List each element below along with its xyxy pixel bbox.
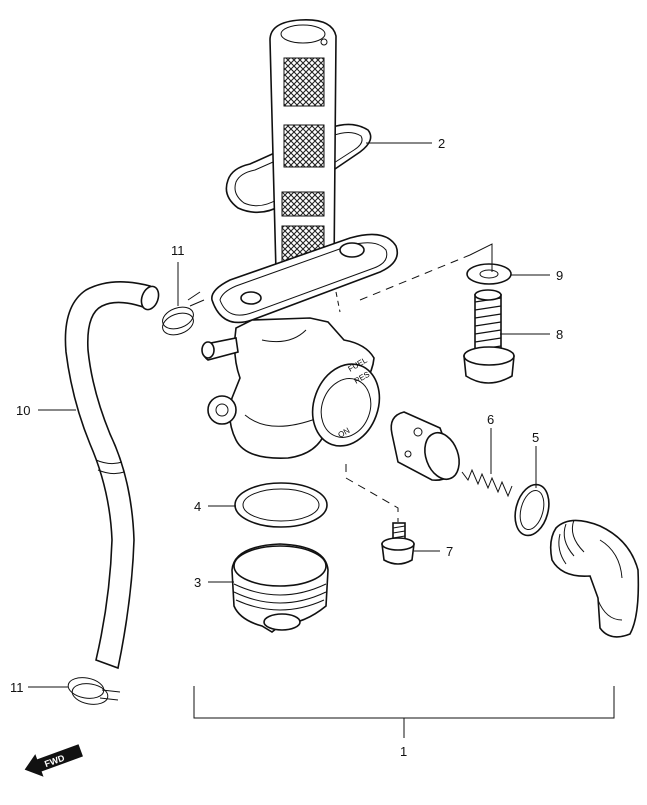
callout-9: 9 xyxy=(556,268,563,283)
callout-8: 8 xyxy=(556,327,563,342)
fwd-arrow-icon: FWD xyxy=(24,744,83,777)
reference-lines xyxy=(335,243,493,522)
callout-10: 10 xyxy=(16,403,30,418)
callout-2: 2 xyxy=(438,136,445,151)
sediment-bowl-part xyxy=(231,543,329,633)
hose-clip-upper xyxy=(162,291,205,336)
washer-part xyxy=(466,263,512,285)
leader-lines xyxy=(28,142,615,738)
bowl-gasket-part xyxy=(234,482,328,528)
callout-11-upper: 11 xyxy=(171,243,185,258)
callout-5: 5 xyxy=(532,430,539,445)
callout-6: 6 xyxy=(487,412,494,427)
hose-clip-lower xyxy=(67,677,121,705)
callout-1: 1 xyxy=(400,744,407,759)
callout-4: 4 xyxy=(194,499,201,514)
fuel-hose-part xyxy=(64,281,160,670)
spring-part xyxy=(461,468,513,498)
fuel-cock-body: FUEL RES ON xyxy=(201,233,399,459)
callout-11-lower: 11 xyxy=(10,680,24,695)
valve-spool xyxy=(390,411,460,482)
lever-knob xyxy=(549,519,640,638)
screw-part xyxy=(381,522,415,565)
callout-3: 3 xyxy=(194,575,201,590)
bolt-part xyxy=(463,289,515,384)
o-ring-part xyxy=(514,483,550,537)
callout-7: 7 xyxy=(446,544,453,559)
